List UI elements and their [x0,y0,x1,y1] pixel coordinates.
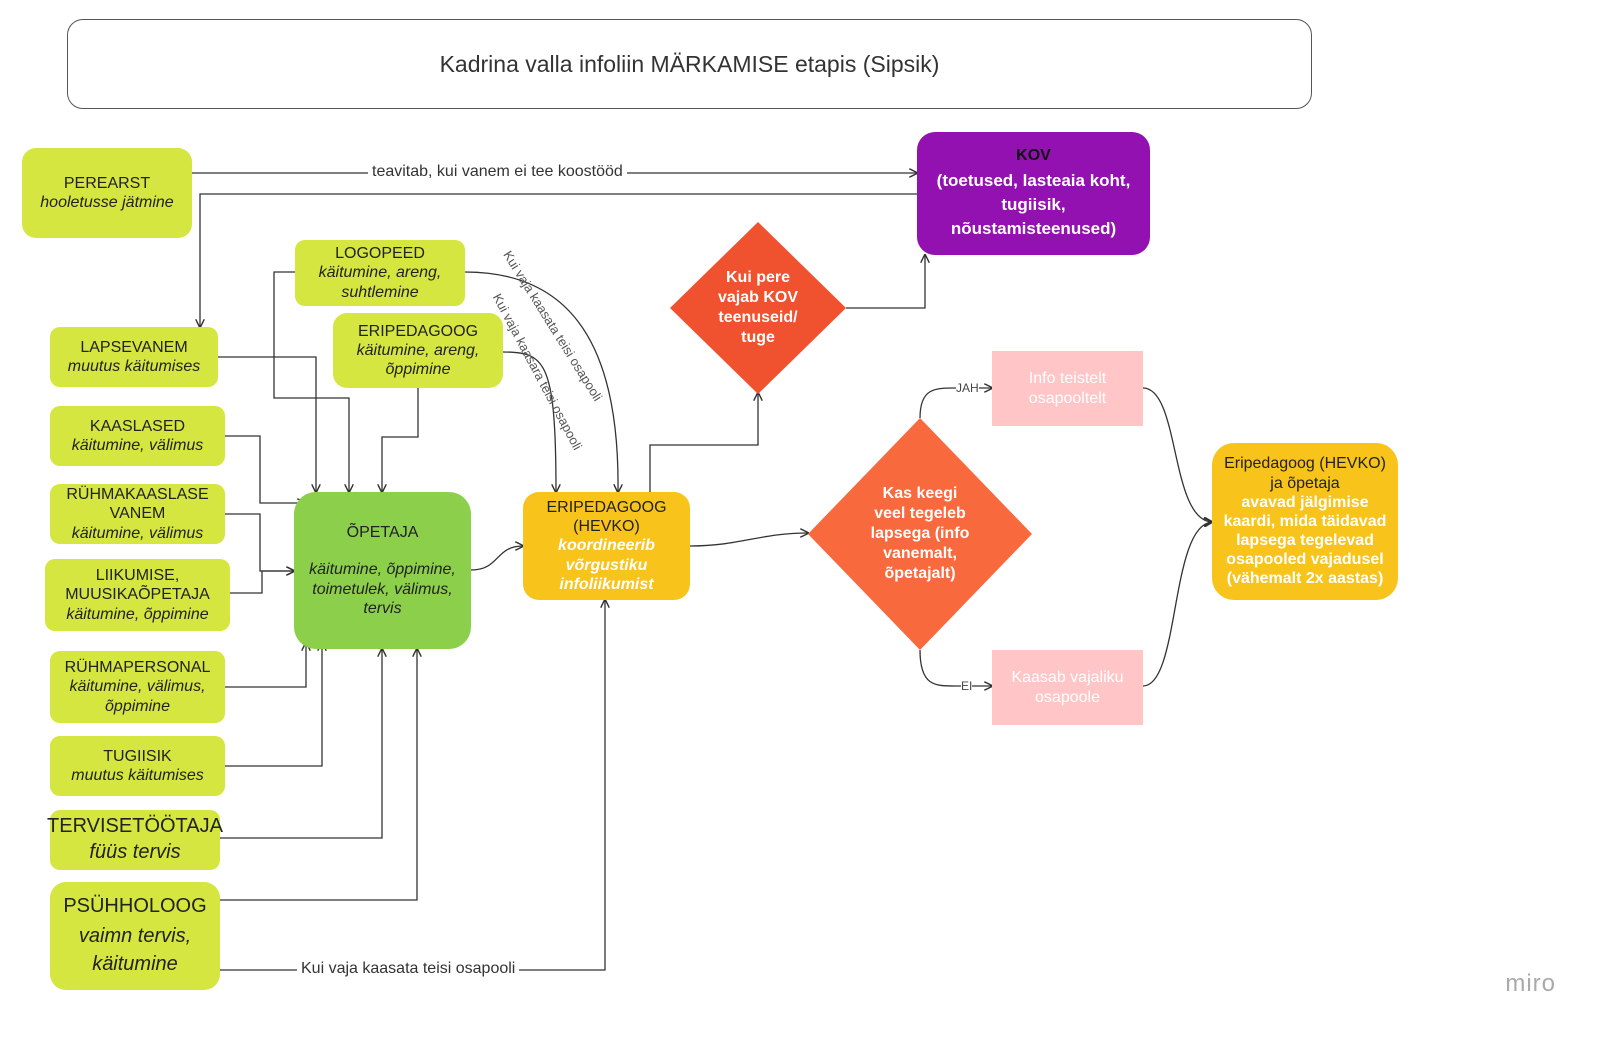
edge-kaasab-final [1142,522,1212,687]
edge-kov-lapsevanem [200,193,917,327]
edge-eripedagoog-hevko [502,351,556,492]
node-sub: käitumine, areng, suhtlemine [318,264,442,301]
node-kaasab: Kaasab vajaliku osapoole [992,650,1143,725]
node-text: Kaasab vajaliku osapoole [1011,669,1124,706]
node-tervisetootaja: TERVISETÖÖTAJA füüs tervis [47,810,223,870]
node-sub: käitumine, välimus, õppimine [69,678,206,715]
node-title: RÜHMAKAASLASE VANEM [66,486,209,523]
node-sub: käitumine, õppimine, toimetulek, välimus… [309,561,456,617]
node-sub: muutus käitumises [71,767,204,784]
node-title: KAASLASED [89,417,186,435]
decision-keegi-diamond: Kas keegi veel tegeleb lapsega (info van… [808,418,1032,650]
edge-tervis-opetaja [220,649,382,839]
edge-info-final [1142,387,1212,522]
node-perearst: PEREARST hooletusse jätmine [22,148,192,238]
edge-jah [919,388,992,419]
node-title: TERVISETÖÖTAJA [47,815,223,837]
node-title: PEREARST [63,174,151,192]
node-psyhholoog: PSÜHHOLOOG vaimn tervis, käitumine [50,882,220,990]
node-title: ÕPETAJA [346,524,419,542]
diamond-shape [808,418,1032,650]
node-title: LOGOPEED [335,245,425,263]
node-sub: käitumine, välimus [71,524,204,542]
edge-ryhmapersonal-opetaja [225,643,306,688]
node-sub: käitumine, õppimine [66,605,209,623]
node-title: RÜHMAPERSONAL [64,659,211,677]
decision-kov-diamond: Kui pere vajab KOV teenuseid/ tuge [670,222,846,394]
node-text: Info teistelt osapooltelt [1028,370,1107,407]
node-sub: vaimn tervis, käitumine [78,925,192,975]
node-sub: avavad jälgimise kaardi, mida täidavad l… [1223,493,1387,588]
node-sub: (toetused, lasteaia koht, tugiisik, nõus… [936,171,1131,238]
node-sub: füüs tervis [89,841,181,863]
edge-lapsevanem-opetaja [218,356,316,492]
node-title: PSÜHHOLOOG [63,895,207,917]
node-sub: koordineerib võrgustiku infoliikumist [558,537,655,593]
node-sub: hooletusse jätmine [40,194,174,211]
node-eripedagoog: ERIPEDAGOOG käitumine, areng, õppimine [333,313,503,388]
edge-opetaja-hevko [470,546,523,571]
edge-logopeed-hevko [464,271,618,492]
edge-label-teavitab: teavitab, kui vanem ei tee koostööd [368,163,627,181]
node-title: KOV [1016,147,1051,165]
diamond-shape [670,222,846,394]
edge-label-ei: EI [961,679,973,693]
node-lapsevanem: LAPSEVANEM muutus käitumises [50,327,218,387]
node-sub: käitumine, areng, õppimine [356,341,480,379]
decision-kov-text: Kui pere vajab KOV teenuseid/ tuge [717,269,799,346]
node-sub: muutus käitumises [67,358,201,375]
node-title: LAPSEVANEM [80,338,188,356]
node-logopeed: LOGOPEED käitumine, areng, suhtlemine [295,240,465,306]
node-ryhmapersonal: RÜHMAPERSONAL käitumine, välimus, õppimi… [50,651,225,723]
node-info: Info teistelt osapooltelt [992,351,1143,426]
edge-eripedagoog-opetaja [382,388,419,492]
miro-logo: miro [1505,970,1556,997]
edge-ei [919,649,992,686]
edge-decision-kov [846,255,925,309]
node-ryhmakaaslase: RÜHMAKAASLASE VANEM käitumine, välimus [50,484,225,544]
node-title: Eripedagoog (HEVKO) ja õpetaja [1224,455,1386,492]
node-title: ERIPEDAGOOG (HEVKO) [546,499,667,536]
decision-keegi-text: Kas keegi veel tegeleb lapsega (info van… [870,485,970,582]
node-kov: KOV (toetused, lasteaia koht, tugiisik, … [917,132,1150,255]
edge-ryhmakaaslase-opetaja [225,513,294,571]
edge-label-jah: JAH [956,381,979,395]
edge-hevko-decision-keegi [689,533,808,547]
edge-logopeed-opetaja [273,271,349,492]
edge-tugiisik-opetaja [225,643,322,767]
node-kaaslased: KAASLASED käitumine, välimus [50,406,225,466]
edge-psyhholoog-opetaja [220,649,417,901]
diagram-title: Kadrina valla infoliin MÄRKAMISE etapis … [67,19,1312,109]
node-tugiisik: TUGIISIK muutus käitumises [50,736,225,796]
node-title: TUGIISIK [103,747,172,765]
node-liikumise: LIIKUMISE, MUUSIKAÕPETAJA käitumine, õpp… [45,559,230,631]
edge-psyhholoog-hevko [220,600,605,971]
node-opetaja: ÕPETAJA käitumine, õppimine, toimetulek,… [294,492,471,649]
node-sub: käitumine, välimus [71,437,204,454]
edge-liikumise-opetaja [230,571,294,594]
node-hevko: ERIPEDAGOOG (HEVKO) koordineerib võrgust… [523,492,690,600]
edge-label-kaasata-bottom: Kui vaja kaasata teisi osapooli [297,960,520,978]
node-final: Eripedagoog (HEVKO) ja õpetaja avavad jä… [1212,443,1398,600]
node-title: ERIPEDAGOOG [357,322,479,340]
edge-kaaslased-opetaja [225,435,305,503]
edge-hevko-decision-kov [649,393,758,492]
node-title: LIIKUMISE, MUUSIKAÕPETAJA [65,567,210,604]
